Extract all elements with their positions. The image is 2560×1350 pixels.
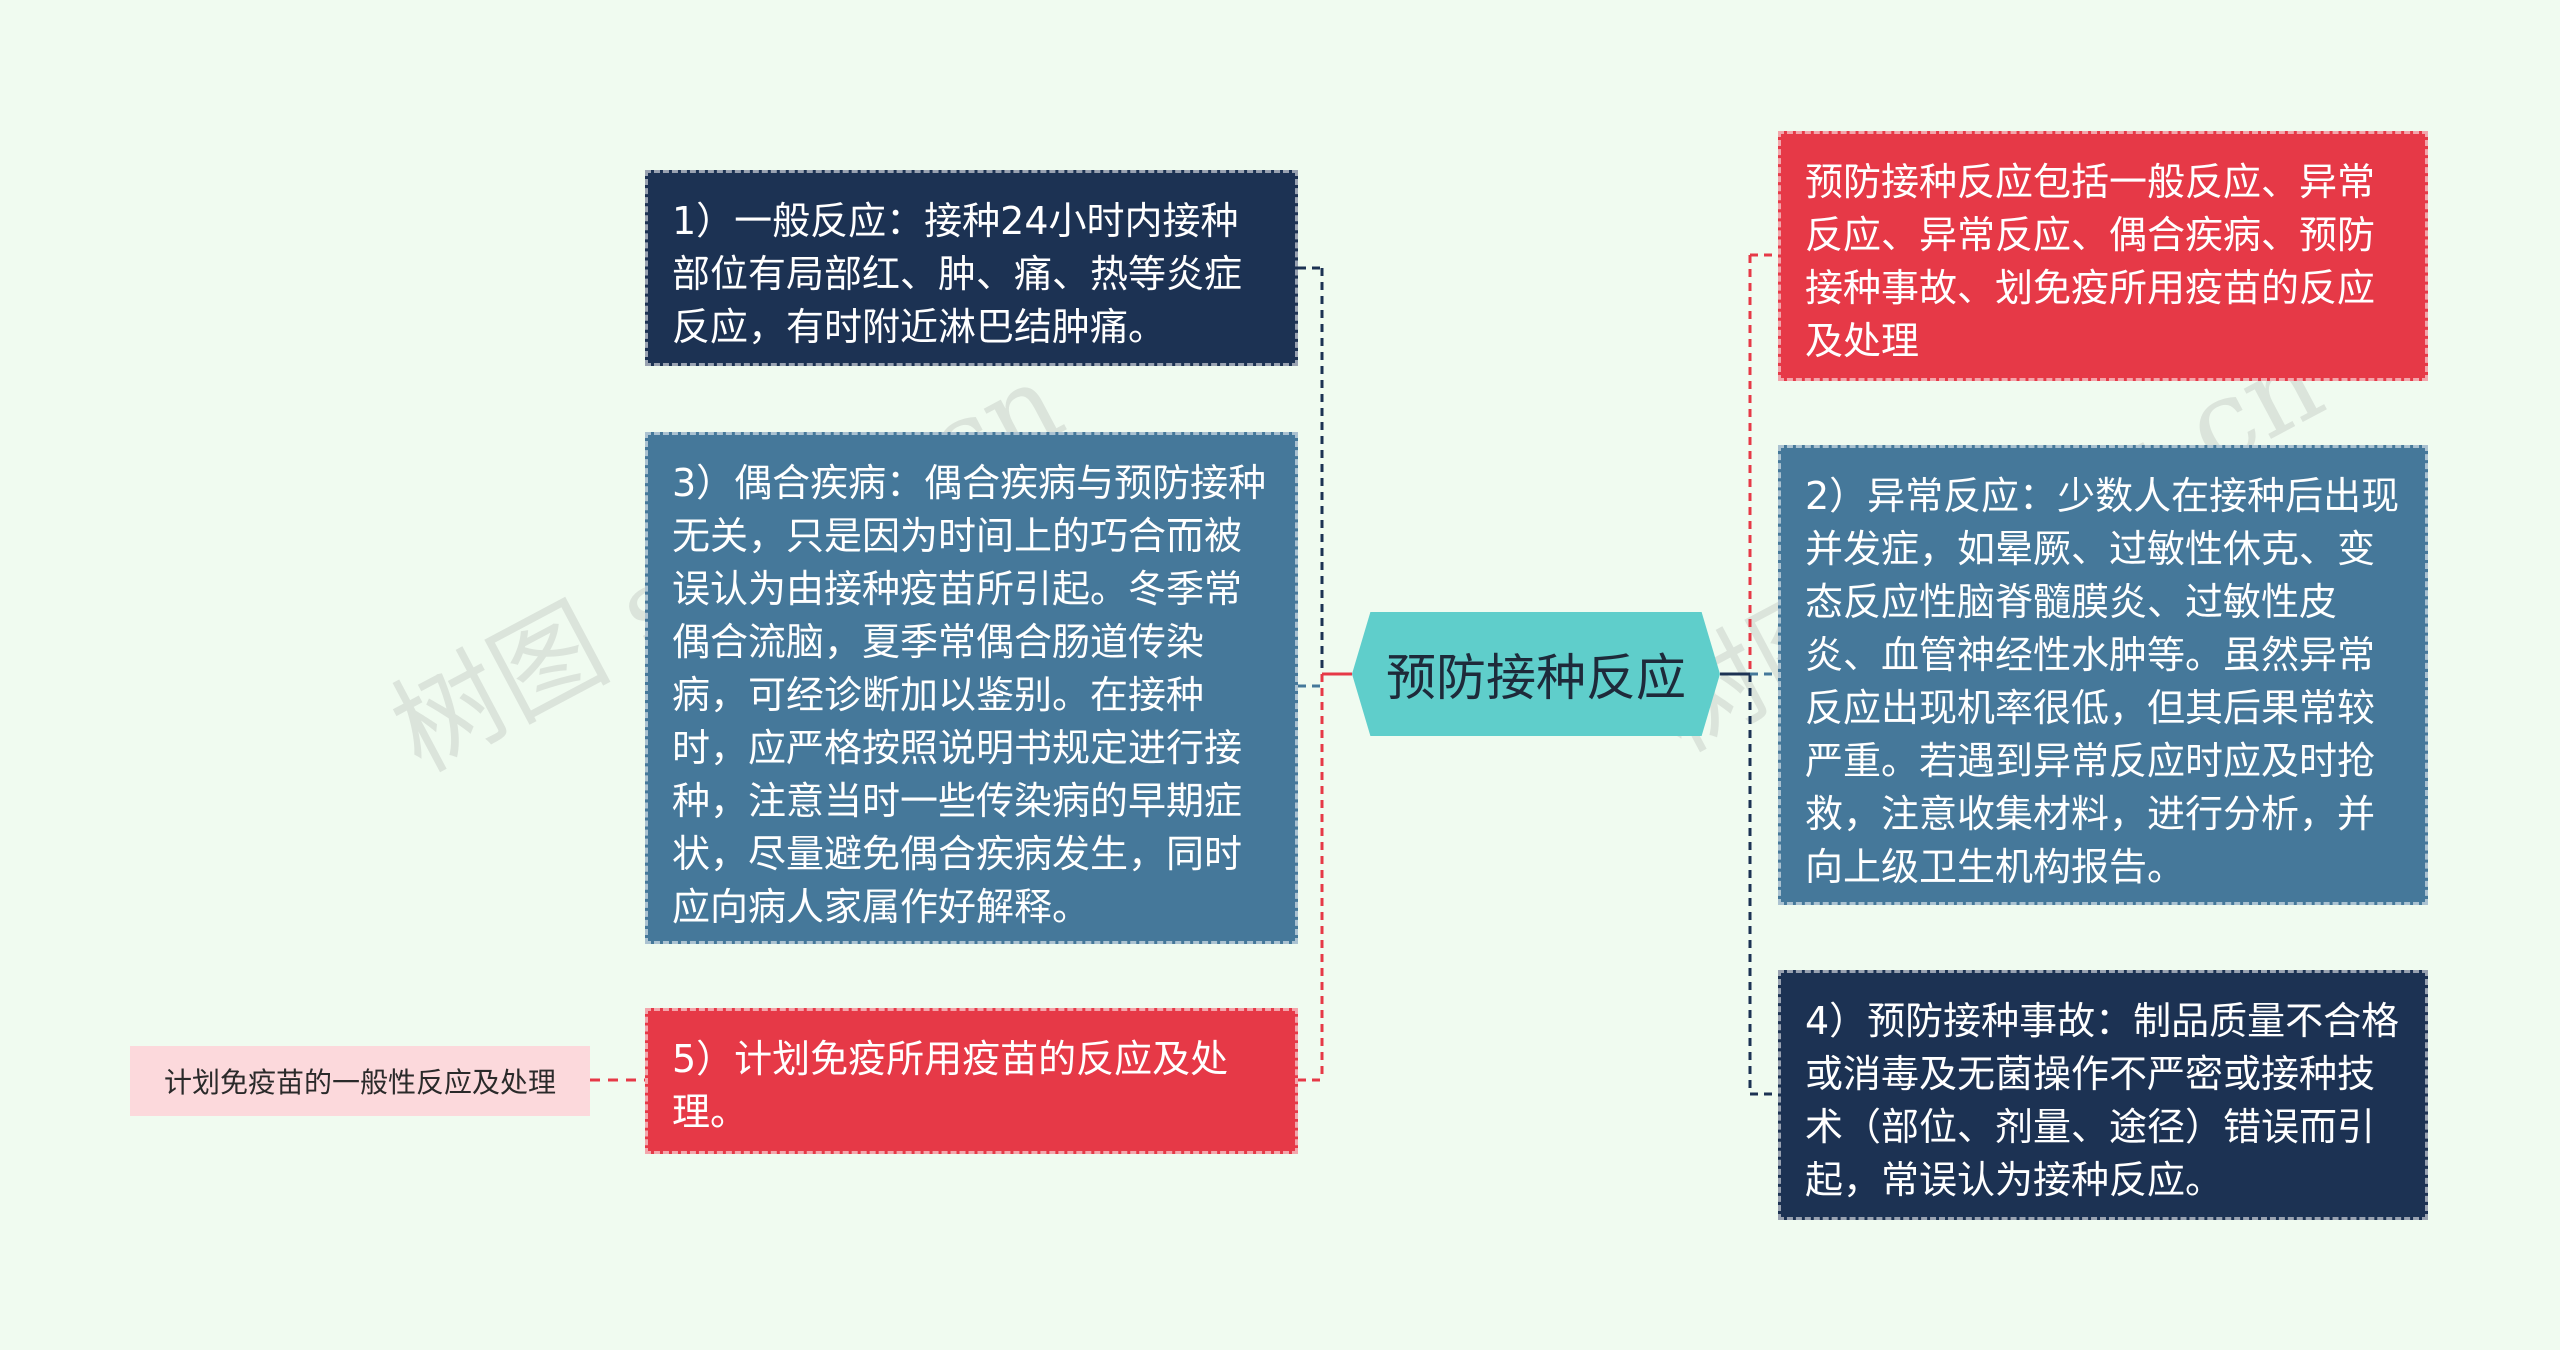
node-general-reaction[interactable]: 1）一般反应：接种24小时内接种部位有局部红、肿、痛、热等炎症反应，有时附近淋巴…	[645, 170, 1298, 366]
node-text: 3）偶合疾病：偶合疾病与预防接种无关，只是因为时间上的巧合而被误认为由接种疫苗所…	[672, 461, 1267, 929]
node-overview[interactable]: 预防接种反应包括一般反应、异常反应、异常反应、偶合疾病、预防接种事故、划免疫所用…	[1778, 131, 2428, 381]
node-vaccine-reaction-handling[interactable]: 5）计划免疫所用疫苗的反应及处理。	[645, 1008, 1298, 1154]
node-text: 预防接种反应包括一般反应、异常反应、异常反应、偶合疾病、预防接种事故、划免疫所用…	[1805, 160, 2376, 363]
center-label: 预防接种反应	[1386, 649, 1686, 707]
leaf-text: 计划免疫苗的一般性反应及处理	[163, 1066, 556, 1099]
node-vaccination-accident[interactable]: 4）预防接种事故：制品质量不合格或消毒及无菌操作不严密或接种技术（部位、剂量、途…	[1778, 970, 2428, 1220]
center-topic[interactable]: 预防接种反应	[1352, 612, 1720, 736]
leaf-general-reaction-handling[interactable]: 计划免疫苗的一般性反应及处理	[130, 1046, 590, 1116]
node-text: 5）计划免疫所用疫苗的反应及处理。	[672, 1037, 1229, 1134]
node-text: 4）预防接种事故：制品质量不合格或消毒及无菌操作不严密或接种技术（部位、剂量、途…	[1805, 999, 2400, 1202]
node-coincidental-disease[interactable]: 3）偶合疾病：偶合疾病与预防接种无关，只是因为时间上的巧合而被误认为由接种疫苗所…	[645, 432, 1298, 944]
node-text: 2）异常反应：少数人在接种后出现并发症，如晕厥、过敏性休克、变态反应性脑脊髓膜炎…	[1805, 474, 2400, 889]
node-abnormal-reaction[interactable]: 2）异常反应：少数人在接种后出现并发症，如晕厥、过敏性休克、变态反应性脑脊髓膜炎…	[1778, 445, 2428, 905]
node-text: 1）一般反应：接种24小时内接种部位有局部红、肿、痛、热等炎症反应，有时附近淋巴…	[672, 199, 1243, 349]
